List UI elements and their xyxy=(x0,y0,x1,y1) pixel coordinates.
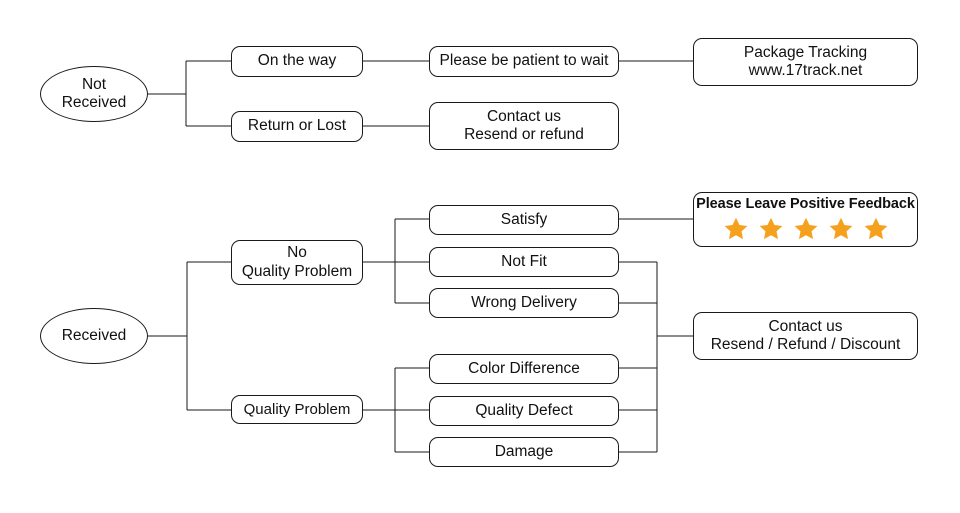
node-not-received-line1: Not xyxy=(81,75,107,93)
star-icon[interactable] xyxy=(758,216,784,242)
node-on-the-way[interactable]: On the way xyxy=(231,46,363,77)
star-rating[interactable] xyxy=(723,216,889,242)
node-wrong-delivery[interactable]: Wrong Delivery xyxy=(429,288,619,318)
star-icon[interactable] xyxy=(863,216,889,242)
node-color-difference[interactable]: Color Difference xyxy=(429,354,619,384)
node-package-tracking-url: www.17track.net xyxy=(748,62,863,79)
node-quality-defect[interactable]: Quality Defect xyxy=(429,396,619,426)
star-icon[interactable] xyxy=(828,216,854,242)
node-quality-defect-label: Quality Defect xyxy=(475,401,573,419)
node-damage-label: Damage xyxy=(494,442,554,460)
node-package-tracking-title: Package Tracking xyxy=(743,43,868,61)
node-contact-discount-line2: Resend / Refund / Discount xyxy=(710,336,901,353)
node-return-or-lost[interactable]: Return or Lost xyxy=(231,111,363,142)
node-damage[interactable]: Damage xyxy=(429,437,619,467)
node-not-received-line2: Received xyxy=(61,94,127,111)
node-contact-resend-line2: Resend or refund xyxy=(464,126,584,143)
node-not-fit[interactable]: Not Fit xyxy=(429,247,619,277)
node-wrong-delivery-label: Wrong Delivery xyxy=(471,293,577,311)
node-not-received[interactable]: Not Received xyxy=(40,66,148,122)
node-quality-problem-label: Quality Problem xyxy=(243,400,351,418)
node-be-patient-label: Please be patient to wait xyxy=(439,52,609,70)
node-contact-resend-line1: Contact us xyxy=(486,107,562,125)
node-positive-feedback[interactable]: Please Leave Positive Feedback xyxy=(693,192,918,247)
star-icon[interactable] xyxy=(793,216,819,242)
node-received[interactable]: Received xyxy=(40,308,148,364)
node-satisfy[interactable]: Satisfy xyxy=(429,205,619,235)
node-contact-discount-line1: Contact us xyxy=(768,317,843,335)
node-satisfy-label: Satisfy xyxy=(500,210,548,228)
node-quality-problem[interactable]: Quality Problem xyxy=(231,395,363,424)
node-on-the-way-label: On the way xyxy=(257,52,337,70)
node-be-patient-to-wait[interactable]: Please be patient to wait xyxy=(429,46,619,77)
node-color-difference-label: Color Difference xyxy=(468,359,580,377)
star-icon[interactable] xyxy=(723,216,749,242)
node-not-fit-label: Not Fit xyxy=(501,252,547,270)
node-no-quality-problem-line2: Quality Problem xyxy=(241,262,353,280)
node-package-tracking[interactable]: Package Tracking www.17track.net xyxy=(693,38,918,86)
node-no-quality-problem[interactable]: No Quality Problem xyxy=(231,240,363,285)
node-contact-resend-refund-discount[interactable]: Contact us Resend / Refund / Discount xyxy=(693,312,918,360)
node-received-label: Received xyxy=(61,326,127,344)
node-contact-resend-or-refund[interactable]: Contact us Resend or refund xyxy=(429,102,619,150)
positive-feedback-title: Please Leave Positive Feedback xyxy=(696,196,915,213)
node-no-quality-problem-line1: No xyxy=(287,244,307,262)
node-return-or-lost-label: Return or Lost xyxy=(247,117,347,135)
